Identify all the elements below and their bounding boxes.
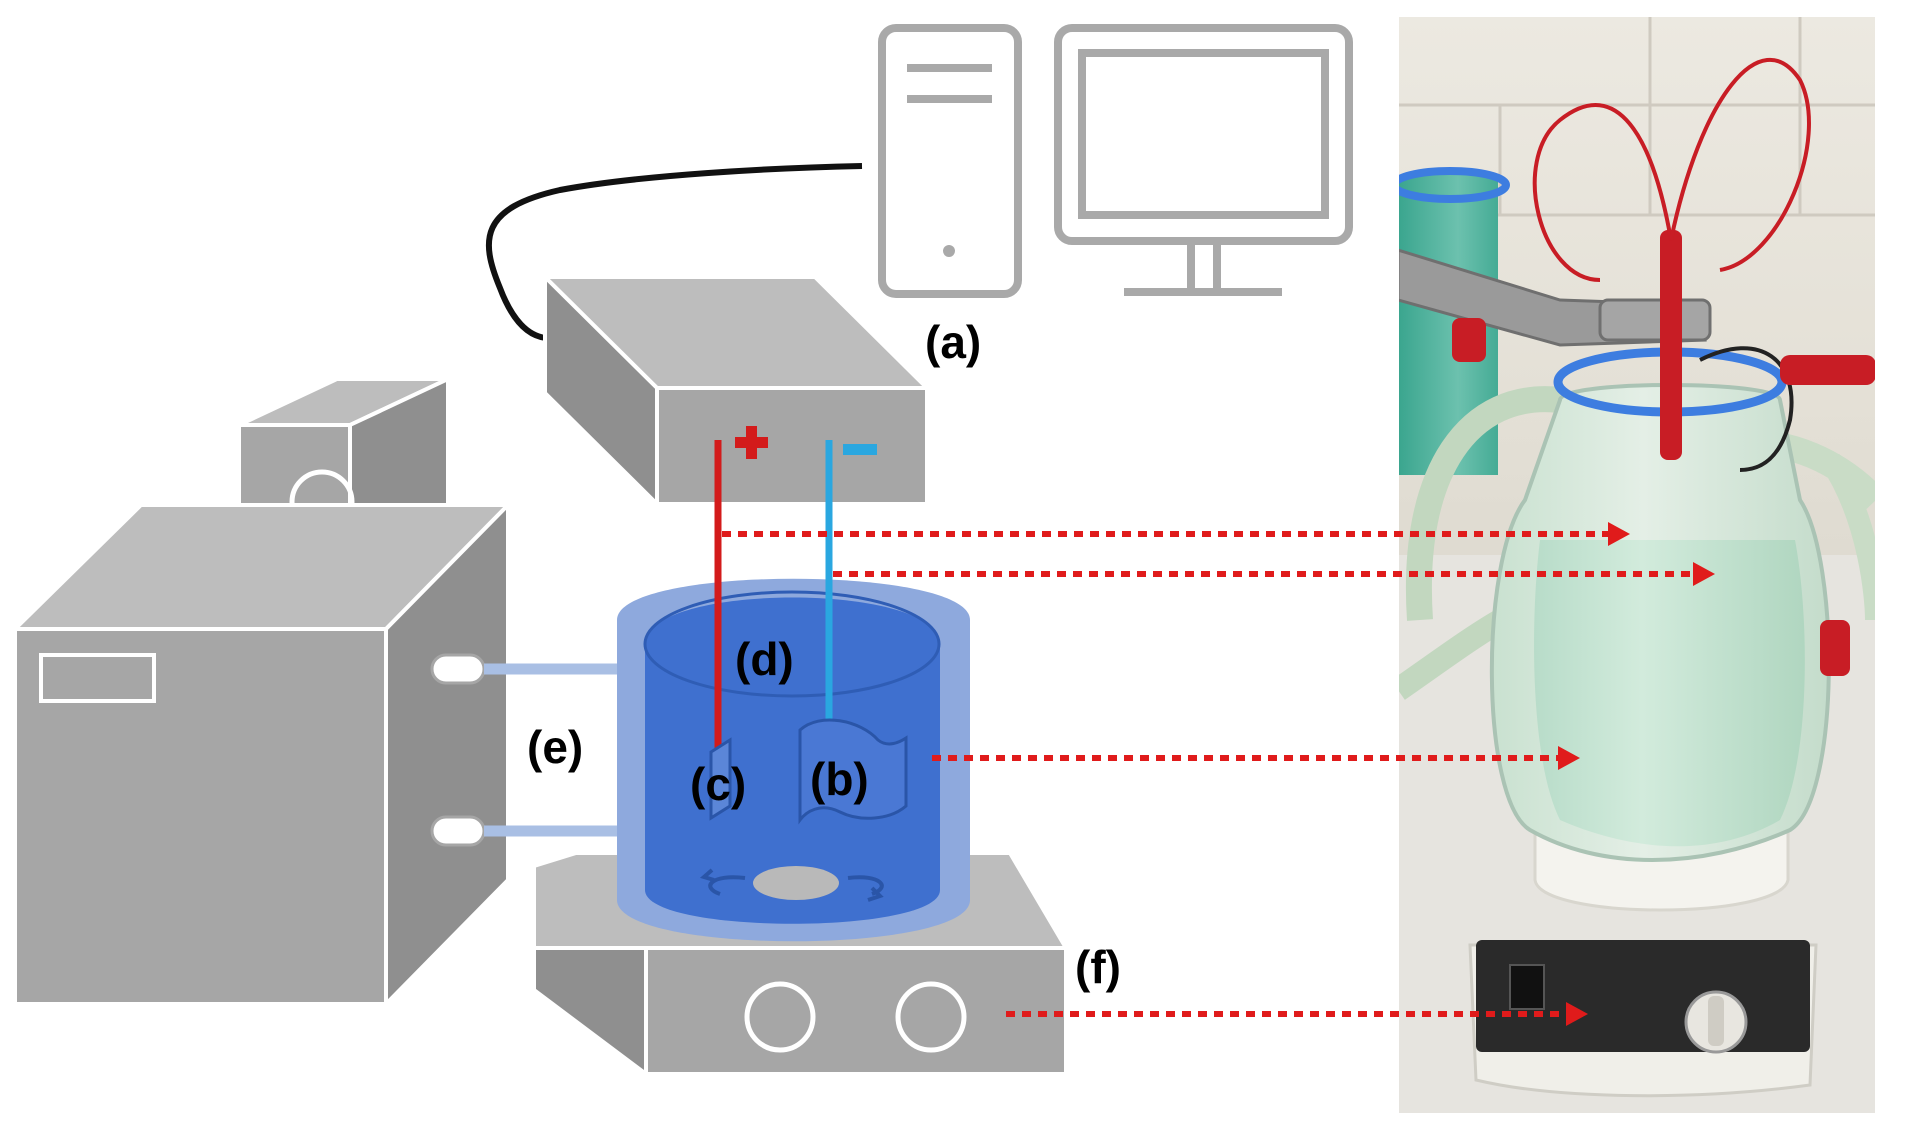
computer-tower-icon (878, 24, 1022, 298)
power-supply (540, 272, 932, 509)
stir-bar (753, 866, 839, 900)
label-b: (b) (810, 753, 869, 805)
negative-terminal-icon (843, 444, 877, 455)
hose-nozzle-top (430, 653, 486, 685)
stirrer-knob-left-icon (744, 981, 816, 1053)
cathode-foil (798, 718, 908, 825)
positive-terminal-icon (735, 426, 768, 459)
setup-photo (1398, 16, 1876, 1114)
rotation-arrow-left-icon (708, 875, 746, 896)
cooling-hoses (484, 663, 625, 837)
stirrer-knob-right-icon (895, 981, 967, 1053)
label-f: (f) (1075, 941, 1121, 993)
arrow-heads (1558, 522, 1715, 1026)
label-d: (d) (735, 633, 794, 685)
data-cable (485, 163, 863, 341)
pointer-arrows (722, 531, 1695, 1017)
hose-nozzle-bottom (430, 815, 486, 847)
label-e: (e) (527, 721, 583, 773)
bath-display (39, 653, 156, 703)
label-a: (a) (925, 316, 981, 368)
label-c: (c) (690, 758, 746, 810)
monitor-icon (1054, 24, 1353, 296)
anode-plate (709, 737, 732, 821)
photo-frame (1397, 15, 1877, 1115)
thermostat-bath (10, 375, 513, 1009)
